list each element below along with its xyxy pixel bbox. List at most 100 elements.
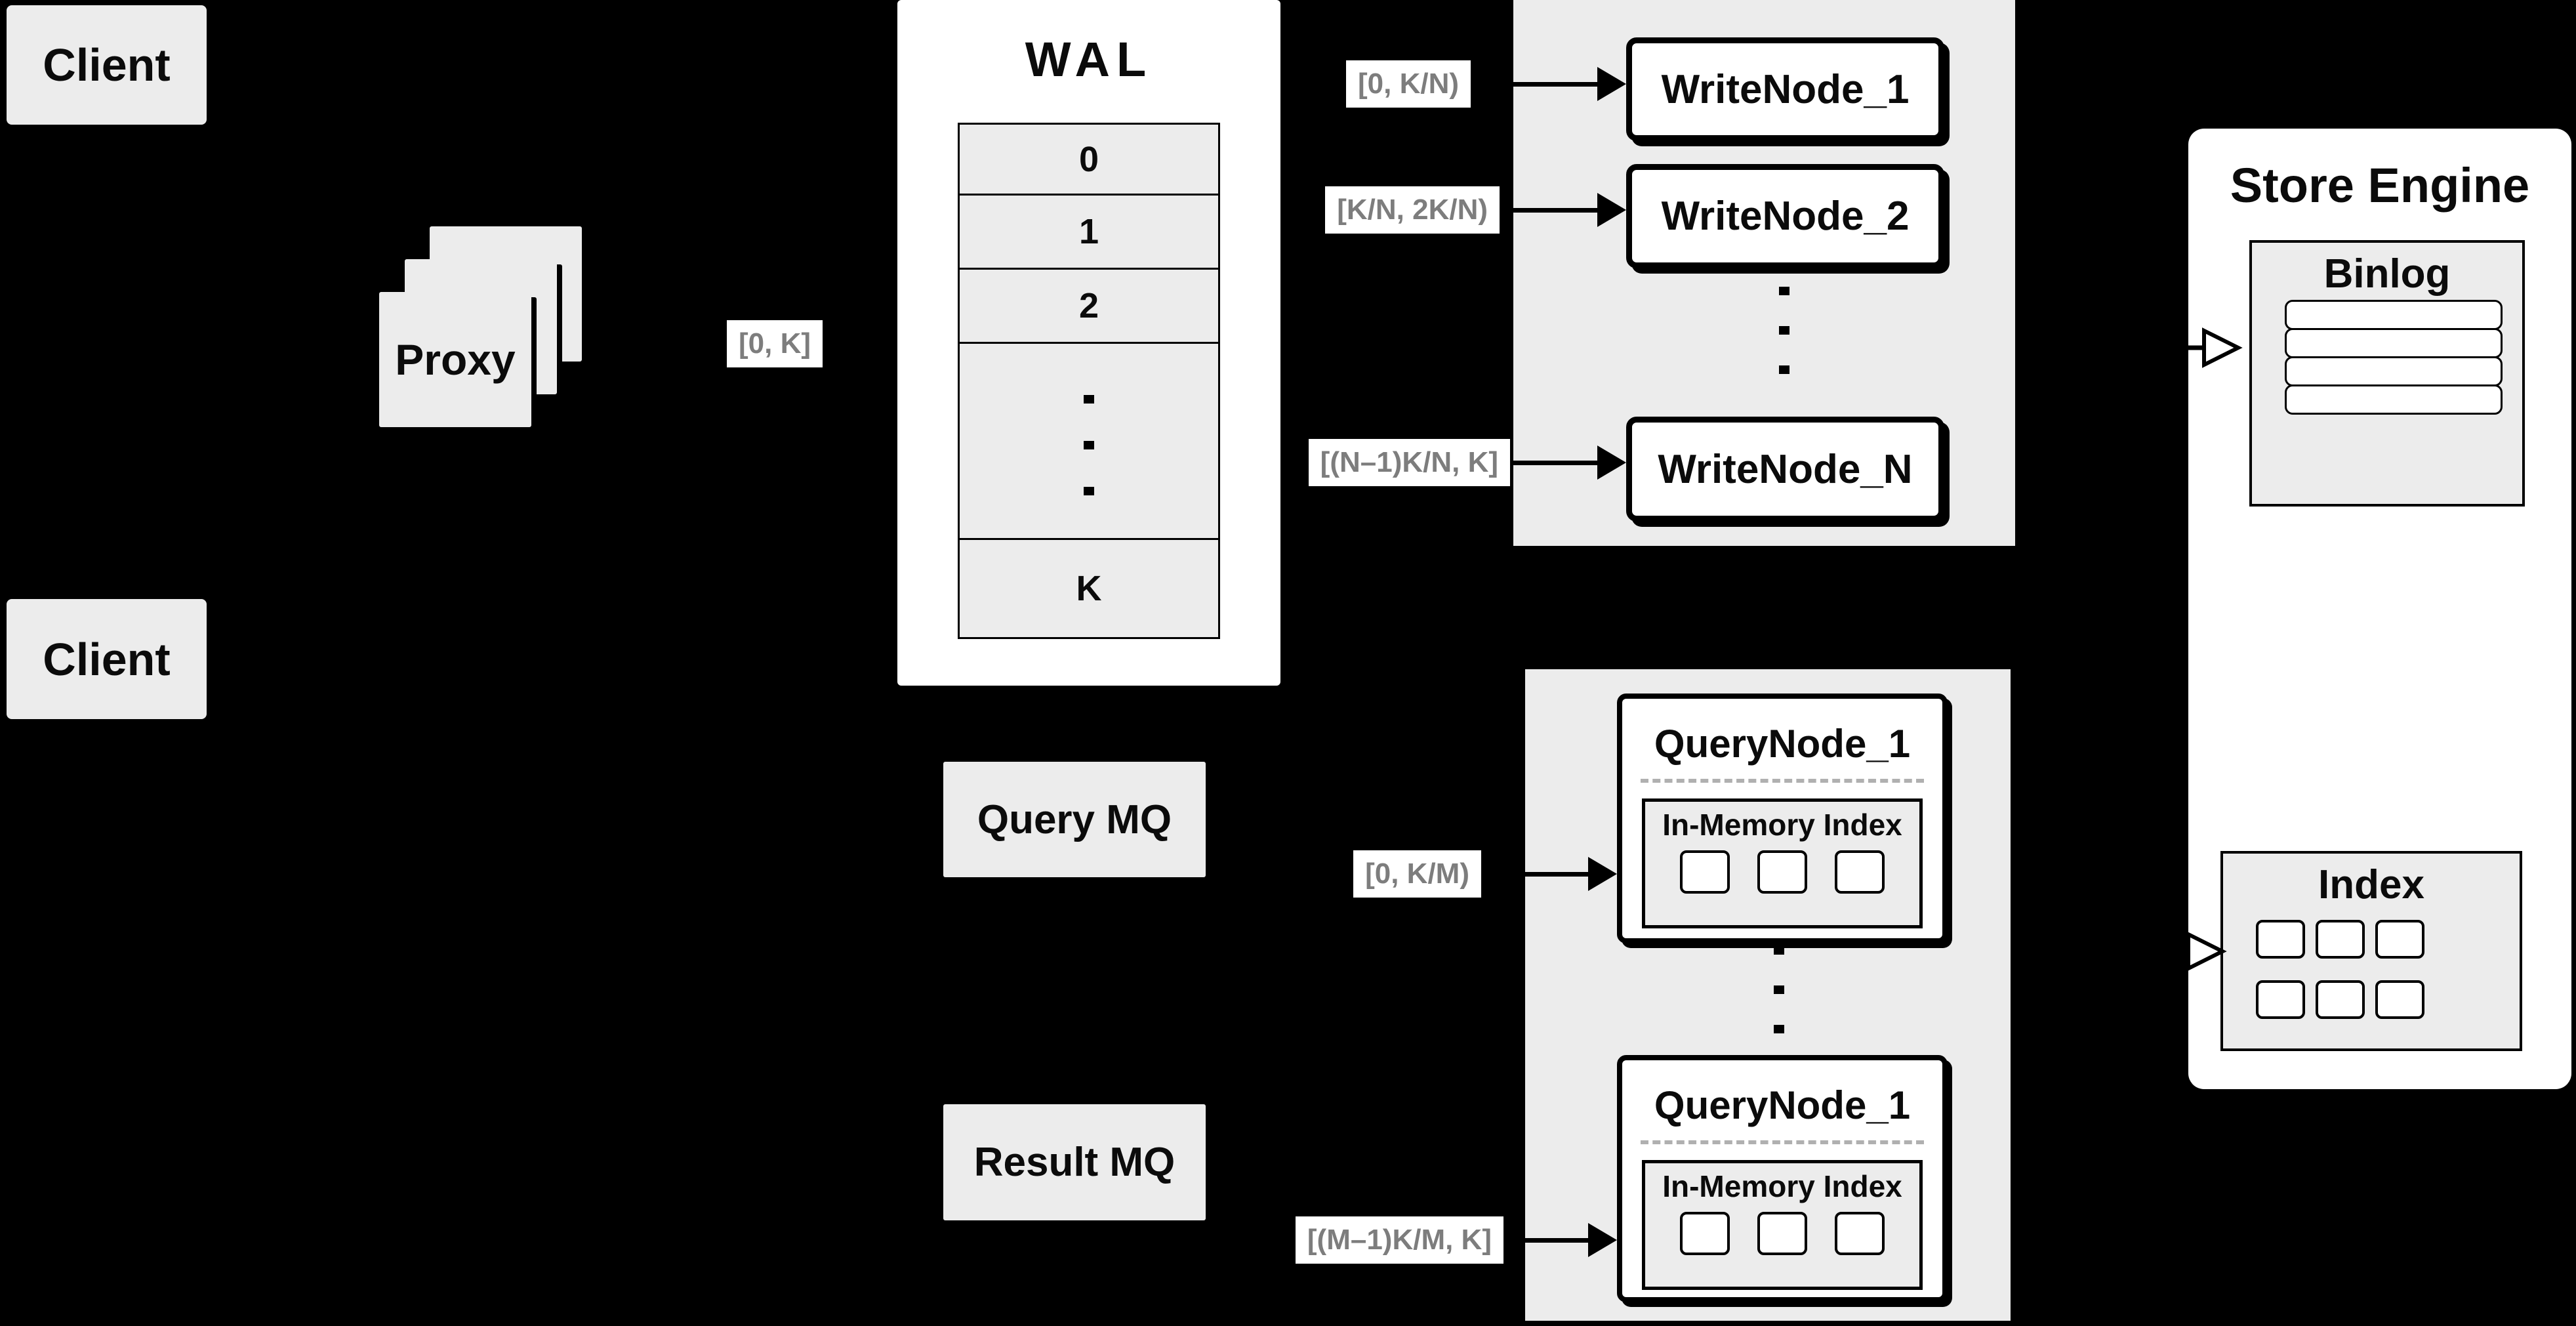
wal-title-text: WAL <box>1025 31 1153 87</box>
proxy-label: Proxy <box>395 335 516 384</box>
index-title-text: Index <box>2318 861 2424 907</box>
ellipsis-dot <box>1779 326 1789 335</box>
wal-row-1-text: 1 <box>1078 212 1099 251</box>
query-range-text-1: [0, K/M) <box>1365 858 1469 890</box>
write-range-text-3: [(N–1)K/N, K] <box>1320 446 1498 478</box>
arrow-hollow-right-icon <box>2162 931 2227 972</box>
ellipsis-dot <box>1779 287 1789 295</box>
wal-row-2-text: 2 <box>1078 286 1099 325</box>
binlog-row <box>2285 384 2503 415</box>
arrow-line <box>1484 872 1589 877</box>
arrow-right-icon <box>1513 445 1626 480</box>
result-mq-box: Result MQ <box>943 1104 1206 1220</box>
arrow-line <box>1513 461 1599 465</box>
in-memory-index-label: In-Memory Index <box>1662 1169 1902 1203</box>
arrow-right-icon <box>1506 1223 1617 1257</box>
proxy-range-label: [0, K] <box>727 320 823 367</box>
arrow-right-icon <box>1476 67 1626 101</box>
store-engine-box: Store Engine Binlog Index <box>2188 129 2571 1089</box>
query-node-2-title-text: QueryNode_1 <box>1654 1083 1911 1127</box>
proxy-range-text: [0, K] <box>739 327 811 360</box>
wal-row-ellipsis <box>960 342 1218 538</box>
index-cell <box>2256 980 2305 1019</box>
arrow-right-icon <box>1484 857 1617 891</box>
memory-segment <box>1680 850 1730 894</box>
arrow-head <box>1588 857 1617 891</box>
arrow-line <box>1506 1238 1589 1243</box>
arrow-hollow-right-icon <box>2178 327 2243 368</box>
client-top-label: Client <box>43 39 171 91</box>
query-range-text-2: [(M–1)K/M, K] <box>1307 1224 1492 1256</box>
arrow-line <box>1502 208 1599 213</box>
wal-row-1: 1 <box>960 194 1218 268</box>
write-range-text-1: [0, K/N) <box>1358 68 1459 100</box>
in-memory-index-box: In-Memory Index <box>1642 1160 1923 1290</box>
write-range-label-2: [K/N, 2K/N) <box>1325 186 1500 234</box>
wal-table: 0 1 2 K <box>958 123 1220 639</box>
arrow-head <box>1597 193 1626 227</box>
index-cell <box>2375 980 2424 1019</box>
proxy-card-front: Proxy <box>379 292 531 427</box>
write-node-n: WriteNode_N <box>1626 417 1944 522</box>
binlog-row <box>2285 300 2503 330</box>
ellipsis-dot <box>1774 985 1784 994</box>
dashed-divider <box>1641 1140 1924 1144</box>
in-memory-index-box: In-Memory Index <box>1642 798 1923 928</box>
wal-row-2: 2 <box>960 268 1218 342</box>
query-range-label-1: [0, K/M) <box>1353 850 1481 898</box>
binlog-title: Binlog <box>2252 251 2522 297</box>
write-node-2-label: WriteNode_2 <box>1661 194 1910 239</box>
arrow-head <box>1597 445 1626 480</box>
ellipsis-dot <box>1774 1025 1784 1033</box>
binlog-box: Binlog <box>2249 240 2525 507</box>
client-box-bottom: Client <box>7 599 207 719</box>
index-cell <box>2375 920 2424 959</box>
arrow-line <box>1476 82 1599 87</box>
proxy-stack: Proxy <box>379 226 589 436</box>
write-node-1: WriteNode_1 <box>1626 37 1944 141</box>
memory-segment <box>1835 1212 1885 1255</box>
query-node-1-title-text: QueryNode_1 <box>1654 721 1911 766</box>
wal-row-k-text: K <box>1076 569 1102 608</box>
arrow-head <box>1597 67 1626 101</box>
wal-row-0: 0 <box>960 125 1218 194</box>
dashed-divider <box>1641 779 1924 783</box>
in-memory-index-label: In-Memory Index <box>1662 808 1902 842</box>
client-bottom-label: Client <box>43 633 171 685</box>
query-mq-label: Query MQ <box>977 797 1172 842</box>
index-cell <box>2256 920 2305 959</box>
write-node-2: WriteNode_2 <box>1626 164 1944 268</box>
memory-segment <box>1757 850 1807 894</box>
query-range-label-2: [(M–1)K/M, K] <box>1295 1216 1503 1264</box>
ellipsis-dot <box>1084 441 1094 449</box>
ellipsis-dot <box>1779 365 1789 374</box>
binlog-row <box>2285 356 2503 386</box>
write-range-text-2: [K/N, 2K/N) <box>1337 194 1488 226</box>
wal-row-k: K <box>960 538 1218 637</box>
ellipsis-dot <box>1084 395 1094 404</box>
ellipsis-dot <box>1774 946 1784 955</box>
query-mq-box: Query MQ <box>943 762 1206 877</box>
result-mq-label: Result MQ <box>973 1140 1176 1185</box>
binlog-row <box>2285 328 2503 358</box>
query-node-1-title: QueryNode_1 <box>1622 711 1942 776</box>
write-node-1-label: WriteNode_1 <box>1661 66 1910 112</box>
arrow-head <box>1588 1223 1617 1257</box>
write-range-label-3: [(N–1)K/N, K] <box>1308 439 1510 486</box>
memory-segment <box>1680 1212 1730 1255</box>
memory-segment <box>1757 1212 1807 1255</box>
binlog-title-text: Binlog <box>2323 251 2451 297</box>
store-engine-title: Store Engine <box>2188 152 2571 218</box>
arrow-right-icon <box>1502 193 1626 227</box>
write-node-n-label: WriteNode_N <box>1658 446 1913 492</box>
write-range-label-1: [0, K/N) <box>1346 60 1471 108</box>
index-box: Index <box>2220 851 2522 1051</box>
client-box-top: Client <box>7 5 207 125</box>
index-cell <box>2316 920 2365 959</box>
query-node-2: QueryNode_1 In-Memory Index <box>1617 1055 1948 1302</box>
index-cell <box>2316 980 2365 1019</box>
wal-row-0-text: 0 <box>1078 139 1099 179</box>
store-engine-title-text: Store Engine <box>2230 157 2530 213</box>
ellipsis-dot <box>1084 487 1094 495</box>
query-node-1: QueryNode_1 In-Memory Index <box>1617 694 1948 943</box>
